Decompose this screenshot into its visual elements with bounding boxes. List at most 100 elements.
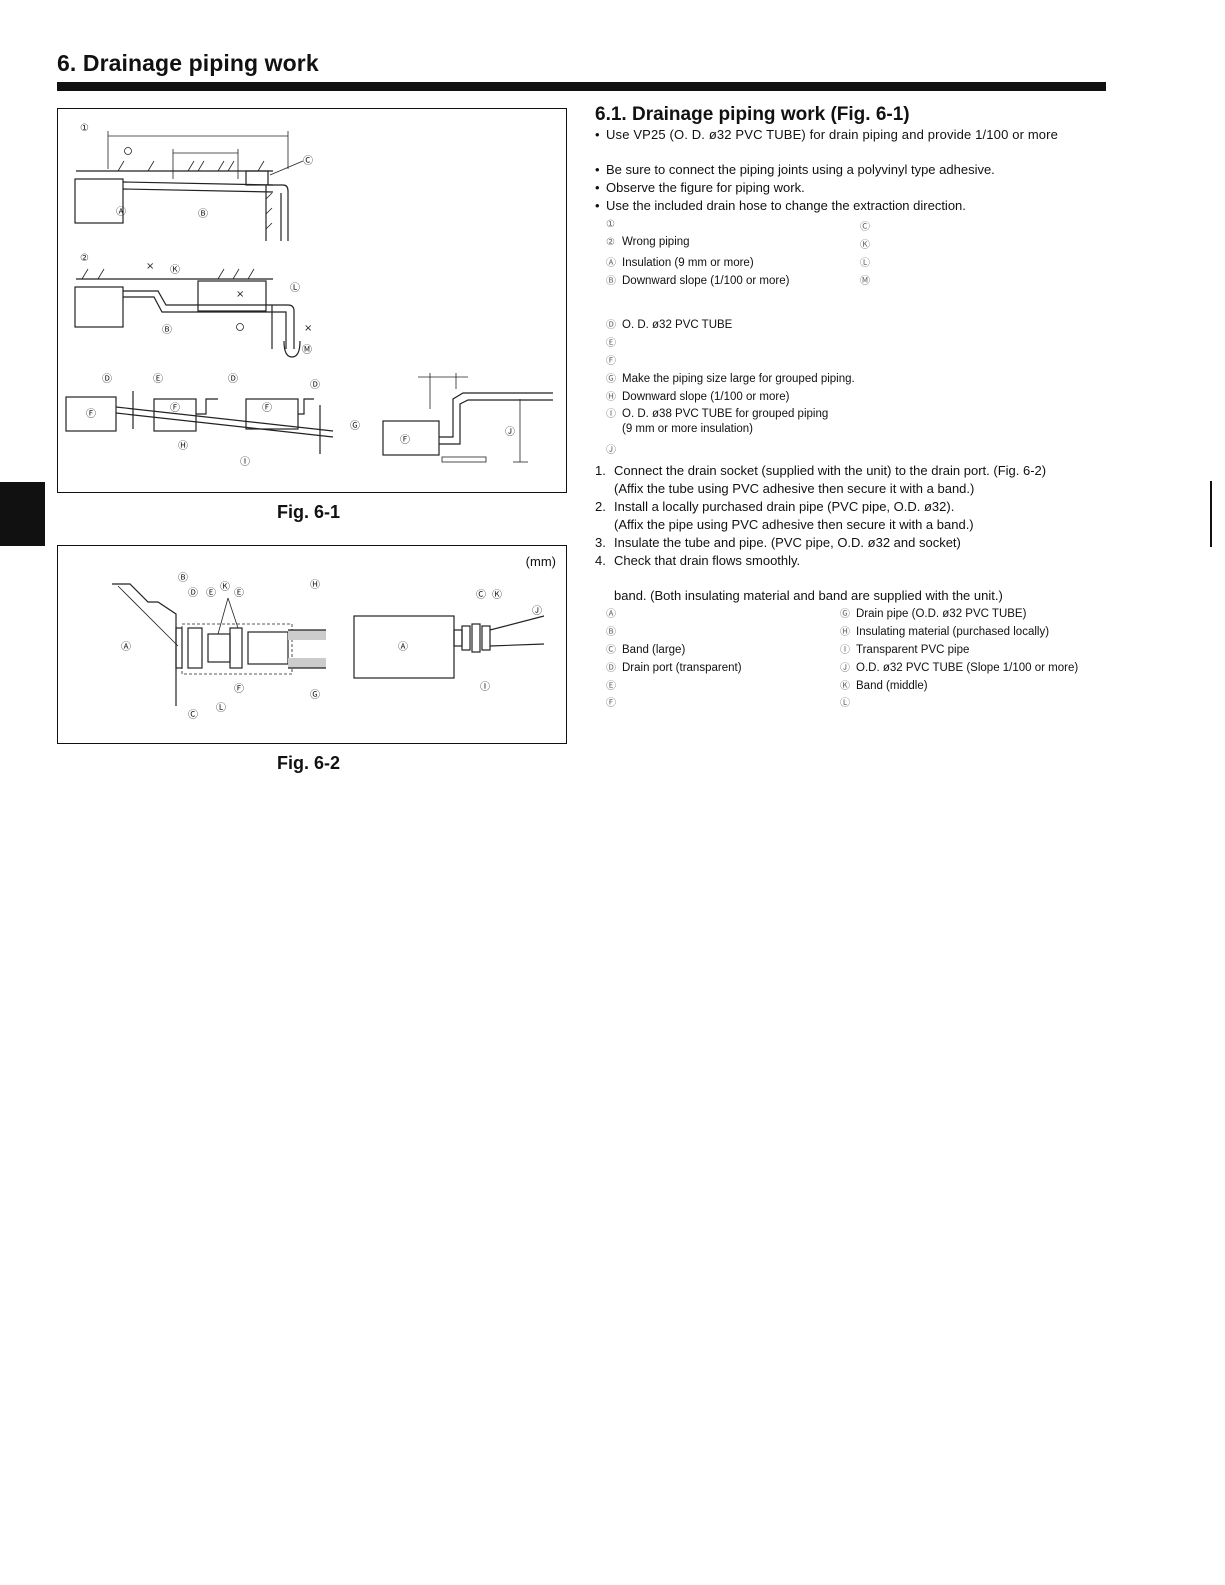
step-1-number: 1. <box>595 463 606 478</box>
fig1-mark-d-2: Ⓓ <box>228 373 238 385</box>
fig2-band-large <box>187 627 203 669</box>
band-note: band. (Both insulating material and band… <box>614 588 1003 603</box>
fig1-unit-b <box>153 398 197 432</box>
fig1-mark-f-2: Ⓕ <box>170 402 180 414</box>
fig2-port-right <box>453 629 463 647</box>
fig2-mark-h: Ⓗ <box>310 579 320 591</box>
figure-6-2-caption: Fig. 6-2 <box>277 753 341 773</box>
figure-6-2-drawing: Ⓐ Ⓑ Ⓓ Ⓔ Ⓚ Ⓔ Ⓗ Ⓕ Ⓖ Ⓒ Ⓛ Ⓐ Ⓒ Ⓚ Ⓙ Ⓘ <box>112 572 545 721</box>
fig1-unit-a <box>65 396 117 432</box>
fig1-pipe-bottom <box>122 188 274 193</box>
step-4-number: 4. <box>595 553 606 568</box>
fig1-mark-g: Ⓖ <box>350 420 360 432</box>
fig1-mark-j: Ⓙ <box>505 426 515 438</box>
legend1-item-7: Ⓕ <box>606 356 616 367</box>
step-1-sub: (Affix the tube using PVC adhesive then … <box>614 481 975 496</box>
legend2-item-1: Ⓐ <box>606 609 616 620</box>
step-4-text: Check that drain flows smoothly. <box>614 553 801 568</box>
legend2-right-item-6: Ⓛ <box>840 698 850 709</box>
fig2-mark-b: Ⓑ <box>178 572 188 584</box>
fig1-mark-f-3: Ⓕ <box>262 402 272 414</box>
fig2-mark-e: Ⓔ <box>206 587 216 599</box>
side-tab-marker <box>0 482 45 546</box>
fig2-band-right-2 <box>471 623 481 653</box>
legend1-right-item-4: Ⓜ <box>860 276 870 287</box>
bullet-3: •Observe the figure for piping work. <box>595 180 805 195</box>
fig2-band-right-1 <box>461 625 471 651</box>
fig1-lift-pipe-top <box>439 392 553 438</box>
fig1-trap <box>283 340 301 358</box>
fig1-mark-f-1: Ⓕ <box>86 408 96 420</box>
fig1-indoor-unit-2 <box>74 286 124 328</box>
bullet-4: •Use the included drain hose to change t… <box>595 198 966 213</box>
fig1-ceiling-hatch <box>117 160 265 172</box>
legend1-item-1: ① <box>606 219 615 230</box>
fig1-mark-b-2: Ⓑ <box>162 324 172 336</box>
step-1-text: Connect the drain socket (supplied with … <box>614 463 1047 478</box>
fig2-unit-edge <box>117 585 179 647</box>
legend1-item-11: (9 mm or more insulation) <box>622 423 754 435</box>
fig1-riser-1 <box>196 398 218 415</box>
fig1-wall-hatch <box>265 192 273 230</box>
fig1-mark-l: Ⓛ <box>290 282 300 294</box>
fig1-mark-k: Ⓚ <box>170 264 180 276</box>
legend1-item-12: Ⓙ <box>606 445 616 456</box>
fig2-mark-c-2: Ⓒ <box>476 589 486 601</box>
fig2-leader-k-2 <box>217 597 229 635</box>
figure-6-1-drawing: ① Ⓐ Ⓑ Ⓒ ② <box>65 123 553 468</box>
bullet-2: •Be sure to connect the piping joints us… <box>595 162 995 177</box>
legend2-item-2: Ⓑ <box>606 627 616 638</box>
fig1-cross-1: × <box>146 261 154 272</box>
legend1-right-item-2: Ⓚ <box>860 240 870 251</box>
fig1-circle-mark-2 <box>236 323 244 331</box>
fig1-mark-1: ① <box>80 123 89 134</box>
fig1-mark-a: Ⓐ <box>116 206 126 218</box>
fig1-mark-d-3: Ⓓ <box>310 379 320 391</box>
fig2-mark-e-2: Ⓔ <box>234 587 244 599</box>
page-title: 6. Drainage piping work <box>57 50 319 76</box>
step-3-number: 3. <box>595 535 606 550</box>
fig1-ceiling-hatch-2 <box>81 268 255 280</box>
fig2-mark-a-1: Ⓐ <box>121 641 131 653</box>
title-rule <box>57 82 1106 91</box>
fig1-mark-c: Ⓒ <box>303 155 313 167</box>
fig1-mark-2: ② <box>80 253 89 264</box>
fig1-obstacle-box <box>197 280 267 312</box>
fig1-mark-m: Ⓜ <box>302 344 312 356</box>
fig2-mark-g: Ⓖ <box>310 689 320 701</box>
fig1-pipe-bend <box>268 184 289 241</box>
fig2-insulation-bottom <box>288 658 326 668</box>
legend2-item-6: Ⓕ <box>606 698 616 709</box>
fig2-tube-right <box>489 615 545 647</box>
fig2-mark-f: Ⓕ <box>234 683 244 695</box>
fig2-mark-i: Ⓘ <box>480 681 490 693</box>
step-2-sub: (Affix the pipe using PVC adhesive then … <box>614 517 974 532</box>
fig2-band-right-3 <box>481 625 491 651</box>
fig2-mark-c: Ⓒ <box>188 709 198 721</box>
legend2-item-5: Ⓔ <box>606 681 616 692</box>
fig2-mark-a-2: Ⓐ <box>398 641 408 653</box>
fig1-riser-2 <box>298 398 314 415</box>
step-3-text: Insulate the tube and pipe. (PVC pipe, O… <box>614 535 961 550</box>
step-2-text: Install a locally purchased drain pipe (… <box>614 499 955 514</box>
fig1-mark-b: Ⓑ <box>198 208 208 220</box>
fig2-mark-l: Ⓛ <box>216 702 226 714</box>
fig1-mark-f-4: Ⓕ <box>400 434 410 446</box>
bullet-1: •Use VP25 (O. D. ø32 PVC TUBE) for drain… <box>595 127 1059 142</box>
fig2-mark-k-2: Ⓚ <box>492 589 502 601</box>
fig1-cross-2: × <box>236 289 244 300</box>
fig1-mark-d-1: Ⓓ <box>102 373 112 385</box>
